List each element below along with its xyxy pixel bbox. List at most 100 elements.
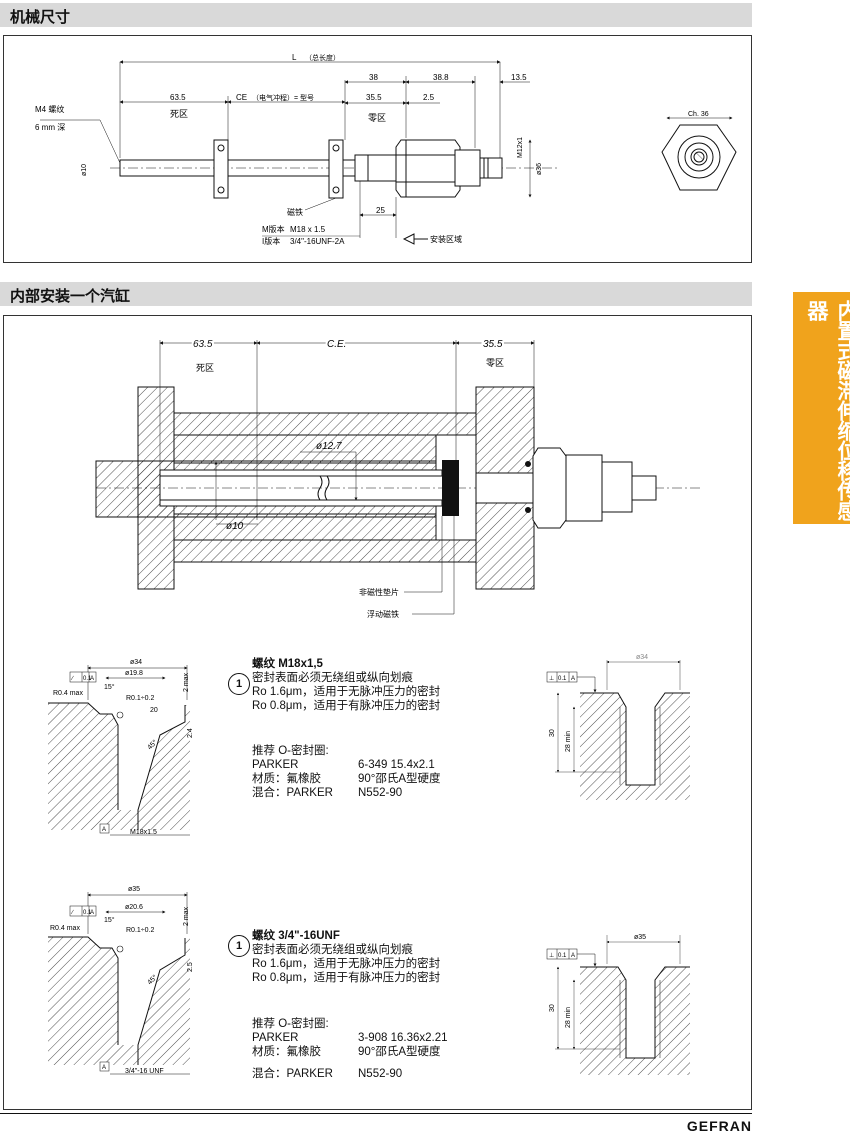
cyl-zero-zone: 零区 xyxy=(486,358,504,368)
install-zone-label: 安装区域 xyxy=(430,234,462,244)
p2-h28: 28 min xyxy=(565,1007,572,1028)
brand-logo: GEFRAN xyxy=(686,1118,752,1134)
sensor-hex-body xyxy=(395,139,461,198)
magnet-label: 磁铁 xyxy=(287,207,303,217)
d2-datum-box: A xyxy=(102,1065,106,1071)
cylinder-drawing: 63.5 C.E. 35.5 死区 零区 ø12.7 ø10 非磁性垫片 浮动磁… xyxy=(95,337,700,619)
p1-h30: 30 xyxy=(549,729,556,737)
note1-mix-val: N552-90 xyxy=(358,787,403,799)
m4-depth-label: 6 mm 深 xyxy=(35,123,65,132)
p2-d35: ø35 xyxy=(634,934,646,941)
footer-rule xyxy=(0,1113,752,1114)
d1-r04: R0.4 max xyxy=(53,690,83,697)
section-title-cyl: 内部安装一个汽缸 xyxy=(10,287,131,305)
svg-text:∕: ∕ xyxy=(70,675,74,682)
port-unf: ø35 ⊥ 0.1 A 30 28 min xyxy=(546,934,690,1075)
svg-text:⊥: ⊥ xyxy=(549,675,554,682)
m-version-value: M18 x 1.5 xyxy=(290,225,326,234)
note2-mat: 材质：氟橡胶 xyxy=(252,1046,321,1058)
d1-a20: 20 xyxy=(150,707,158,714)
dim-d36: ø36 xyxy=(536,163,543,175)
note2-mix: 混合：PARKER xyxy=(252,1068,333,1080)
p1-tol: 0.1 xyxy=(558,676,567,682)
m4-thread-label: M4 螺纹 xyxy=(35,104,64,114)
p2-datum: A xyxy=(571,953,575,959)
section-bar-cyl: 内部安装一个汽缸 xyxy=(0,282,752,306)
d1-datum: A xyxy=(90,676,94,682)
magnet-right xyxy=(328,139,344,199)
install-arrow-icon xyxy=(402,233,415,245)
dead-zone-label: 死区 xyxy=(170,109,188,119)
d1-tol: 0.1 xyxy=(83,676,92,682)
cyl-dim-ce: C.E. xyxy=(327,339,346,350)
spacer-label: 非磁性垫片 xyxy=(359,587,399,597)
floating-magnet xyxy=(442,460,459,516)
i-version-value: 3/4"-16UNF-2A xyxy=(290,237,345,246)
note1-block: 螺纹 M18x1,5 密封表面必须无绕组或纵向划痕 Ro 1.6μm，适用于无脉… xyxy=(252,657,440,713)
d1-d34: ø34 xyxy=(130,659,142,666)
d1-2-4: 2.4 xyxy=(187,728,194,738)
magnet-left xyxy=(213,139,229,199)
note2-number-badge: 1 xyxy=(228,935,250,957)
dim-63-5: 63.5 xyxy=(170,93,186,102)
note2-line2: Ro 1.6μm，适用于无脉冲压力的密封 xyxy=(252,958,441,970)
cyl-sensor-hex xyxy=(532,447,567,529)
m-version-label: M版本 xyxy=(262,224,285,234)
dim-ce-note: （电气冲程）= 型号 xyxy=(252,93,314,102)
cyl-dim-63-5: 63.5 xyxy=(193,339,213,350)
note1-number-badge: 1 xyxy=(228,673,250,695)
dim-25: 25 xyxy=(376,206,385,215)
cyl-dead-zone: 死区 xyxy=(196,363,214,373)
dim-38: 38 xyxy=(369,73,378,82)
dim-35-5: 35.5 xyxy=(366,93,382,102)
note2-mat-val: 90°邵氏A型硬度 xyxy=(358,1046,441,1058)
detail-unf: ø35 ∕ 0.1 A ø20.6 R0.4 max R0.1÷0.2 15° … xyxy=(48,886,194,1075)
note1-parker: PARKER xyxy=(252,759,299,771)
note2-block: 螺纹 3/4"-16UNF 密封表面必须无绕组或纵向划痕 Ro 1.6μm，适用… xyxy=(252,929,440,985)
section-title-mech: 机械尺寸 xyxy=(10,8,71,26)
cyl-dim-35-5: 35.5 xyxy=(483,339,503,350)
note1-line2: Ro 1.6μm，适用于无脉冲压力的密封 xyxy=(252,686,441,698)
dim-38-8: 38.8 xyxy=(433,73,449,82)
dim-ch36: Ch. 36 xyxy=(688,111,709,118)
side-tab-label: 内置式磁滞伸缩位移传感器 xyxy=(805,300,850,520)
p1-datum: A xyxy=(571,676,575,682)
note1-title: 螺纹 M18x1,5 xyxy=(252,658,323,670)
note1-line1: 密封表面必须无绕组或纵向划痕 xyxy=(252,672,413,684)
note2-mix-val: N552-90 xyxy=(358,1068,403,1080)
zero-zone-label: 零区 xyxy=(368,113,386,123)
note2-rec: 推荐 O-密封圈: xyxy=(252,1018,329,1030)
dim-d10: ø10 xyxy=(81,164,88,176)
dim-ce: CE xyxy=(236,93,247,102)
d2-2max: 2 max xyxy=(183,906,190,926)
p1-d34: ø34 xyxy=(636,654,648,661)
side-tab: 内置式磁滞伸缩位移传感器 xyxy=(793,292,850,524)
p2-h30: 30 xyxy=(549,1004,556,1012)
connector xyxy=(479,157,503,179)
note1-mat-val: 90°邵氏A型硬度 xyxy=(358,773,441,785)
d2-d20-6: ø20.6 xyxy=(125,904,143,911)
i-version-label: I版本 xyxy=(262,236,280,246)
d2-r04: R0.4 max xyxy=(50,925,80,932)
note2-parker-val: 3-908 16.36x2.21 xyxy=(358,1032,448,1044)
mech-frame xyxy=(3,35,752,263)
note2-line1: 密封表面必须无绕组或纵向划痕 xyxy=(252,944,413,956)
cyl-frame xyxy=(3,315,752,1110)
dim-13-5: 13.5 xyxy=(511,73,527,82)
svg-text:⊥: ⊥ xyxy=(549,952,554,959)
cyl-dim-d12-7: ø12.7 xyxy=(316,441,342,452)
note1-rec: 推荐 O-密封圈: xyxy=(252,745,329,757)
section-bar-mech: 机械尺寸 xyxy=(0,3,752,27)
dim-m12: M12x1 xyxy=(517,137,524,158)
d1-thread: M18x1.5 xyxy=(130,829,157,836)
detail-m18: ø34 ∕ 0.1 A ø19.8 R0.4 max R0.1÷0.2 15° … xyxy=(48,659,194,836)
d2-datum: A xyxy=(90,910,94,916)
d2-thread: 3/4"-16 UNF xyxy=(125,1068,164,1075)
d1-r01: R0.1÷0.2 xyxy=(126,695,154,702)
note1-line3: Ro 0.8μm，适用于有脉冲压力的密封 xyxy=(252,700,441,712)
d1-2max: 2 max xyxy=(183,672,190,692)
d2-2-5: 2.5 xyxy=(187,962,194,972)
